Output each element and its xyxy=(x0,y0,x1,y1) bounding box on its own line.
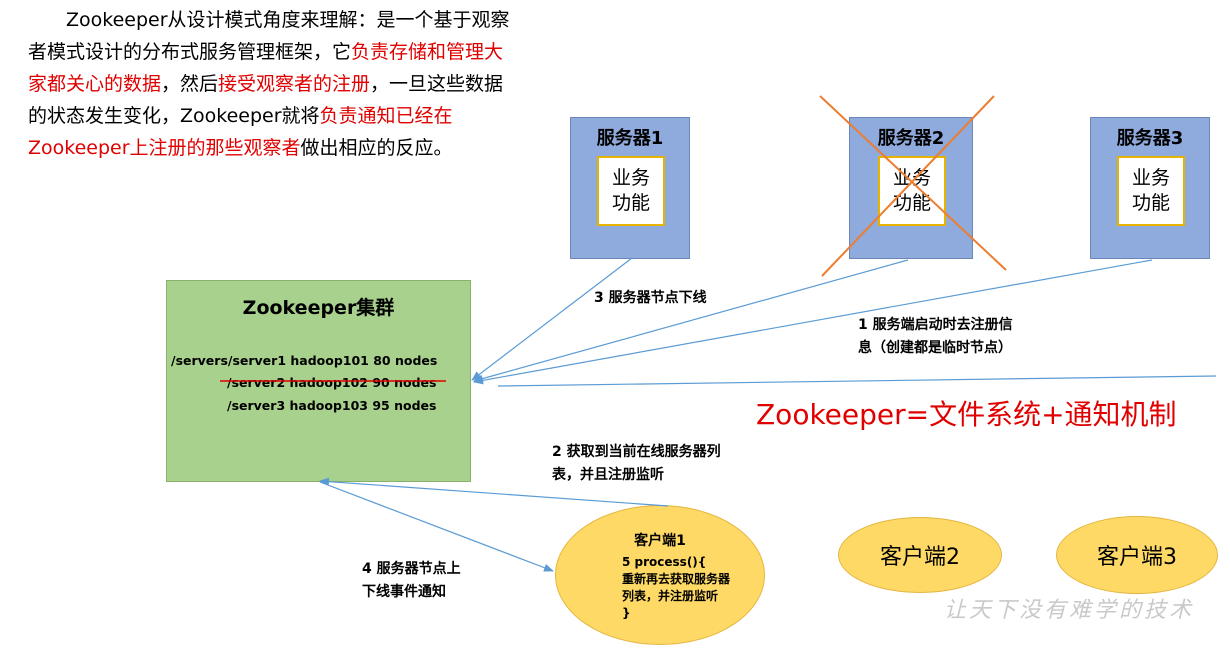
node-server1: /servers/server1 hadoop101 80 nodes xyxy=(171,353,438,368)
cross-server2-b xyxy=(821,95,995,277)
step-2-label: 2 获取到当前在线服务器列 表，并且注册监听 xyxy=(552,441,721,487)
step-2-line2: 表，并且注册监听 xyxy=(552,467,664,483)
client-2-label: 客户端2 xyxy=(880,545,960,570)
watermark: 让天下没有难学的技术 xyxy=(944,598,1195,623)
server-2-box: 服务器2 业务功能 xyxy=(849,117,973,259)
server-3-biz-line2: 功能 xyxy=(1131,192,1170,214)
client-3-ellipse: 客户端3 xyxy=(1056,516,1218,594)
step-1-label: 1 服务端启动时去注册信 息（创建都是临时节点） xyxy=(858,314,1013,360)
client-1-line2: 重新再去获取服务器 xyxy=(622,572,731,586)
step-4-label: 4 服务器节点上 下线事件通知 xyxy=(362,558,461,604)
arrow-server2-to-cluster xyxy=(473,259,909,383)
client-1-title: 客户端1 xyxy=(634,533,686,549)
intro-paragraph: Zookeeper从设计模式角度来理解：是一个基于观察者模式设计的分布式服务管理… xyxy=(28,4,520,164)
client-1-line4: } xyxy=(622,606,631,620)
client-1-line3: 列表，并注册监听 xyxy=(622,589,719,603)
cluster-title: Zookeeper集群 xyxy=(242,297,395,319)
headline-formula: Zookeeper=文件系统+通知机制 xyxy=(756,398,1177,431)
intro-text-4: 做出相应的反应。 xyxy=(300,137,453,159)
arrow-client1-to-cluster xyxy=(319,477,669,507)
server-3-biz-line1: 业务 xyxy=(1131,167,1170,189)
client-3-label: 客户端3 xyxy=(1097,545,1177,570)
node-server2: /server2 hadoop102 90 nodes xyxy=(227,375,437,390)
client-1-line1: 5 process(){ xyxy=(622,555,707,569)
arrow-cluster-to-client1 xyxy=(319,481,554,572)
intro-text-1: Zookeeper从设计模式角度来理解：是一个基于观察者模式设计的分布式服务管理… xyxy=(28,9,510,63)
server-1-biz-line1: 业务 xyxy=(611,167,650,189)
intro-text-3: ，一旦这些数据的状态发生变化，Zookeeper就将 xyxy=(28,73,504,127)
server-2-title: 服务器2 xyxy=(877,128,945,149)
intro-highlight-notify: 负责通知已经在Zookeeper上注册的那些观察者 xyxy=(28,105,453,159)
client-1-body: 5 process(){ 重新再去获取服务器 列表，并注册监听 } xyxy=(622,554,730,622)
server-1-biz-line2: 功能 xyxy=(611,192,650,214)
line-register-info xyxy=(497,375,1217,387)
arrow-server3-to-cluster xyxy=(473,259,1153,385)
server-3-box: 服务器3 业务功能 xyxy=(1090,117,1210,259)
server-3-business-box: 业务功能 xyxy=(1117,156,1185,226)
step-3-label: 3 服务器节点下线 xyxy=(594,290,707,306)
step-4-line1: 4 服务器节点上 xyxy=(362,561,461,577)
node-server3: /server3 hadoop103 95 nodes xyxy=(227,398,437,413)
step-4-line2: 下线事件通知 xyxy=(362,584,446,600)
server-2-biz-line2: 功能 xyxy=(892,192,931,214)
server-1-title: 服务器1 xyxy=(596,128,664,149)
arrow-server1-to-cluster xyxy=(471,257,633,381)
server-1-box: 服务器1 业务功能 xyxy=(570,117,690,259)
intro-highlight-store: 负责存储和管理大家都关心的数据 xyxy=(28,41,504,95)
server-1-business-box: 业务功能 xyxy=(597,156,665,226)
step-1-line1: 1 服务端启动时去注册信 xyxy=(858,317,1013,333)
server-3-title: 服务器3 xyxy=(1116,128,1184,149)
cross-server2-a xyxy=(819,95,1007,271)
step-2-line1: 2 获取到当前在线服务器列 xyxy=(552,444,721,460)
client-2-ellipse: 客户端2 xyxy=(838,517,1002,593)
intro-text-2: ，然后 xyxy=(161,73,219,95)
step-1-line2: 息（创建都是临时节点） xyxy=(858,340,1012,356)
client-1-ellipse: 客户端1 5 process(){ 重新再去获取服务器 列表，并注册监听 } xyxy=(555,505,765,645)
intro-highlight-register: 接受观察者的注册 xyxy=(218,73,371,95)
server-2-business-box: 业务功能 xyxy=(878,156,946,226)
